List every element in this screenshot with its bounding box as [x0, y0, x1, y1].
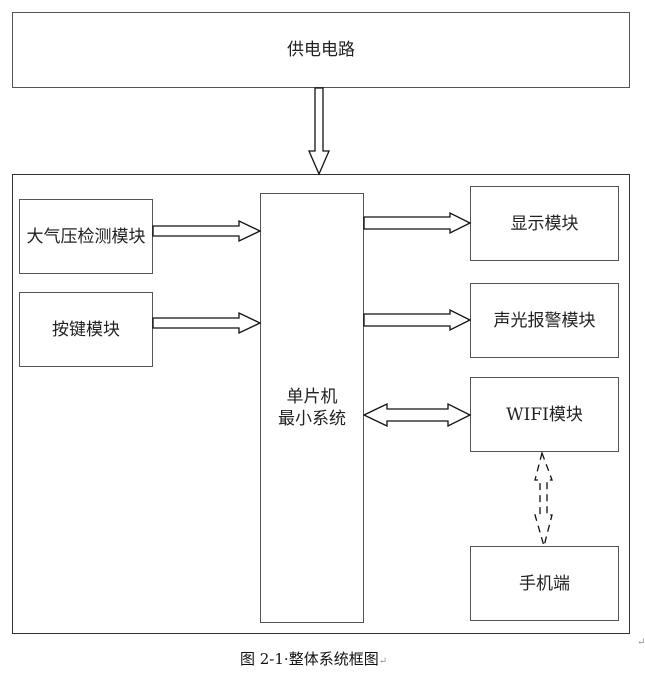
display-module-label: 显示模块: [510, 213, 579, 234]
pressure-sensor-module-box: 大气压检测模块: [19, 199, 153, 274]
paragraph-mark: ↵: [378, 656, 388, 667]
mcu-label-line1: 单片机: [286, 387, 338, 407]
arrow-key-to-mcu: [152, 311, 262, 335]
key-module-box: 按键模块: [19, 292, 153, 367]
arrow-power-to-mcu: [308, 87, 330, 176]
arrow-mcu-to-display: [363, 211, 472, 235]
wifi-module-label: WIFI模块: [506, 404, 583, 425]
arrow-mcu-wifi-bidirectional: [362, 402, 472, 428]
side-paragraph-mark: ↵: [637, 637, 645, 648]
phone-box: 手机端: [470, 546, 619, 621]
arrow-pressure-to-mcu: [152, 219, 262, 243]
wifi-module-box: WIFI模块: [470, 377, 619, 452]
alarm-module-label: 声光报警模块: [493, 310, 596, 331]
figure-caption-text: 图 2-1·整体系统框图: [240, 650, 379, 668]
pressure-sensor-module-label: 大气压检测模块: [26, 226, 146, 247]
arrow-mcu-to-alarm: [363, 308, 472, 332]
alarm-module-box: 声光报警模块: [470, 283, 619, 358]
display-module-box: 显示模块: [470, 186, 619, 261]
power-supply-box: 供电电路: [12, 12, 630, 88]
mcu-label-line2: 最小系统: [278, 409, 346, 429]
system-frame: [12, 174, 630, 634]
key-module-label: 按键模块: [52, 319, 120, 340]
figure-caption: 图 2-1·整体系统框图↵: [240, 648, 387, 669]
power-supply-label: 供电电路: [287, 40, 355, 60]
mcu-box: 单片机 最小系统: [260, 193, 364, 623]
phone-label: 手机端: [519, 573, 570, 594]
arrow-wifi-phone-dashed: [534, 450, 553, 549]
